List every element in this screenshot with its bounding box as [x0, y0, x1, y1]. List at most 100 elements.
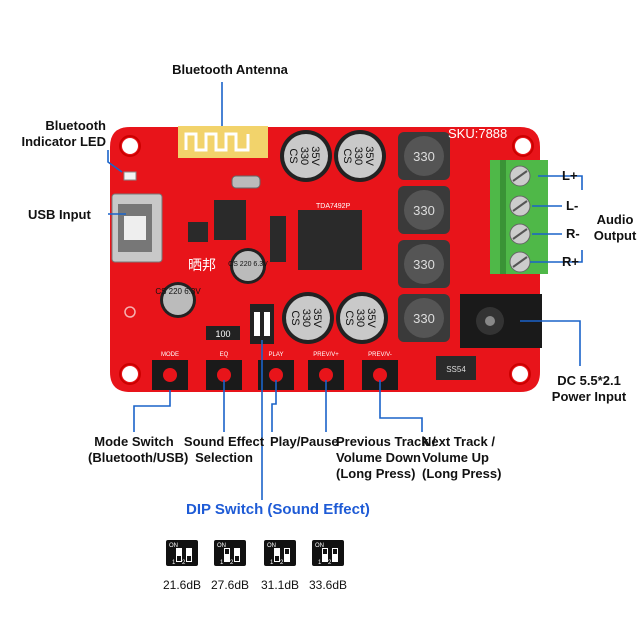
large-capacitor-4-text: 35V — [365, 308, 377, 328]
dip-setting-2-switch-1 — [224, 548, 230, 562]
label-prev-line1: Previous Track / — [336, 434, 436, 449]
label-prev-line3: (Long Press) — [336, 466, 416, 481]
label-mode-line2: (Bluetooth/USB) — [88, 450, 189, 465]
small-capacitor-1: CS 220 6.3V — [228, 248, 268, 284]
label-previous-track: Previous Track / Volume Down (Long Press… — [336, 434, 436, 482]
inductor-1: 330 — [398, 132, 450, 180]
diode-ss54-label: SS54 — [446, 365, 466, 374]
dip-setting-1-num-2: 2 — [182, 560, 186, 566]
brand-label: 晒邦 — [188, 258, 216, 274]
dip-setting-3-num-1: 1 — [270, 560, 274, 566]
small-capacitor-2-label: CS 220 6.3V — [155, 287, 201, 296]
amplifier-chip — [298, 210, 362, 270]
dip-setting-4-on: ON — [315, 543, 324, 549]
inductor-1-label: 330 — [413, 149, 435, 164]
label-next-line1: Next Track / — [422, 434, 495, 449]
inductor-4: 330 — [398, 294, 450, 342]
terminal-screw-3 — [509, 223, 531, 245]
label-prev-line2: Volume Down — [336, 450, 421, 465]
dip-setting-1-switch-2 — [186, 548, 192, 562]
dip-setting-2-on: ON — [217, 543, 226, 549]
large-capacitor-1-text: CS — [287, 148, 299, 163]
dip-gain-label-1: 21.6dB — [162, 578, 202, 592]
label-play-pause: Play/Pause — [270, 434, 339, 449]
label-bluetooth-led-line2: Indicator LED — [21, 134, 106, 149]
dip-setting-1-num-1: 1 — [172, 560, 176, 566]
label-l-minus: L- — [566, 198, 579, 213]
label-mode-switch: Mode Switch (Bluetooth/USB) — [88, 434, 189, 466]
inductor-3: 330 — [398, 240, 450, 288]
large-capacitor-3-text: 330 — [300, 309, 312, 327]
label-dc-line1: DC 5.5*2.1 — [557, 373, 621, 388]
screw-terminal — [490, 160, 548, 274]
flash-ic — [214, 200, 246, 240]
dip-setting-2-num-2: 2 — [230, 560, 234, 566]
board-button-4-label: PREV/V+ — [313, 352, 339, 358]
label-next-line2: Volume Up — [422, 450, 489, 465]
large-capacitor-4-text: CS — [343, 310, 355, 325]
dip-setting-4-num-1: 1 — [318, 560, 322, 566]
dip-setting-4-num-2: 2 — [328, 560, 332, 566]
usb-port — [111, 193, 163, 263]
terminal-screw-1 — [509, 165, 531, 187]
dip-setting-3-num-2: 2 — [280, 560, 284, 566]
label-r-minus: R- — [566, 226, 580, 241]
board-button-3-label: PLAY — [269, 352, 284, 358]
label-next-line3: (Long Press) — [422, 466, 502, 481]
inductor-2: 330 — [398, 186, 450, 234]
label-bluetooth-led-line1: Bluetooth — [45, 118, 106, 133]
large-capacitor-1-text: 330 — [298, 147, 310, 165]
dip-setting-1-switch-1 — [176, 548, 182, 562]
label-usb-input: USB Input — [28, 207, 91, 222]
board-button-5-label: PREV/V- — [368, 352, 392, 358]
large-capacitor-3-text: 35V — [311, 308, 323, 328]
small-ic — [270, 216, 286, 262]
inductors: 330 330 330 330 — [398, 132, 450, 342]
resistor-100-label: 100 — [215, 329, 230, 339]
label-l-plus: L+ — [562, 168, 578, 183]
large-capacitor-4-text: 330 — [354, 309, 366, 327]
large-capacitor-3-text: CS — [289, 310, 301, 325]
board-button-4: PREV/V+ — [308, 352, 344, 390]
dip-setting-4-switch-2 — [332, 548, 338, 562]
bt-ic — [188, 222, 208, 242]
board-button-2-label: EQ — [220, 352, 229, 358]
terminal-screw-4 — [509, 251, 531, 273]
resistor-100: 100 — [206, 326, 240, 340]
dip-setting-2-switch-2 — [234, 548, 240, 562]
label-audio-output-line1: Audio — [596, 212, 634, 227]
label-bluetooth-antenna: Bluetooth Antenna — [172, 62, 288, 77]
dip-gain-label-2: 27.6dB — [210, 578, 250, 592]
dip-setting-3-switch-2 — [284, 548, 290, 562]
dip-setting-2-num-1: 1 — [220, 560, 224, 566]
bluetooth-antenna-pad — [178, 126, 268, 189]
inductor-2-label: 330 — [413, 203, 435, 218]
dip-setting-1-on: ON — [169, 543, 178, 549]
dip-setting-4-switch-1 — [322, 548, 328, 562]
board-button-1-label: MODE — [161, 352, 179, 358]
large-capacitor-1-text: 35V — [309, 146, 321, 166]
dip-gain-label-3: 31.1dB — [260, 578, 300, 592]
dip-setting-3-switch-1 — [274, 548, 280, 562]
label-audio-output-line2: Output — [593, 228, 637, 243]
label-sound-effect: Sound Effect Selection — [182, 434, 266, 466]
board-button-1: MODE — [152, 352, 188, 390]
amplifier-chip-label: TDA7492P — [316, 203, 351, 210]
sku-label: SKU:7888 — [448, 126, 507, 141]
small-capacitor-2: CS 220 6.3V — [155, 282, 201, 318]
label-bluetooth-led: Bluetooth Indicator LED — [10, 118, 106, 150]
bluetooth-led — [123, 171, 137, 181]
board-dip-switch — [250, 304, 274, 344]
label-eq-line2: Selection — [195, 450, 253, 465]
small-capacitor-1-label: CS 220 6.3V — [228, 261, 268, 268]
